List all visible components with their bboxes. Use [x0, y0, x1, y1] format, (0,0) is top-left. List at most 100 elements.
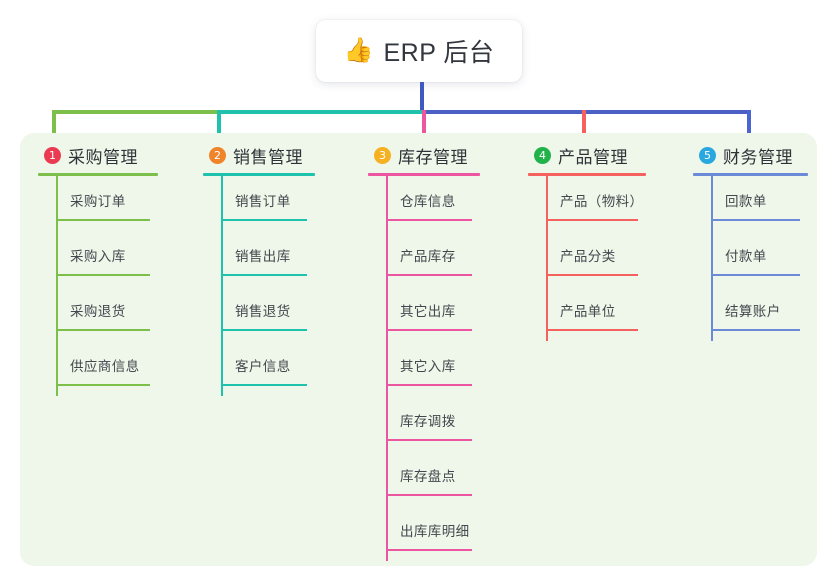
- category-item[interactable]: 其它出库: [368, 286, 480, 341]
- bus-segment-2: [217, 110, 422, 114]
- categories-panel: [20, 133, 817, 566]
- root-node-title: ERP 后台: [383, 39, 495, 67]
- category-header-1[interactable]: 1 采购管理: [38, 143, 158, 167]
- category-item-underline: [386, 329, 472, 331]
- category-item[interactable]: 产品分类: [528, 231, 646, 286]
- category-item-label: 销售退货: [235, 304, 291, 319]
- root-node-erp-backend[interactable]: 👍 ERP 后台: [316, 20, 522, 82]
- category-item[interactable]: 产品单位: [528, 286, 646, 341]
- category-item-underline: [221, 329, 307, 331]
- category-item[interactable]: 产品库存: [368, 231, 480, 286]
- category-item[interactable]: 结算账户: [693, 286, 808, 341]
- drop-connector-1: [52, 110, 56, 143]
- category-header-3[interactable]: 3 库存管理: [368, 143, 480, 167]
- category-item-underline: [546, 219, 638, 221]
- category-items: 采购订单采购入库采购退货供应商信息: [38, 176, 158, 396]
- category-item-label: 其它入库: [400, 359, 456, 374]
- category-item[interactable]: 库存盘点: [368, 451, 480, 506]
- bus-segment-1: [52, 110, 217, 114]
- category-item-underline: [386, 274, 472, 276]
- category-spine: [221, 176, 223, 396]
- category-header-4[interactable]: 4 产品管理: [528, 143, 646, 167]
- category-number-badge: 4: [534, 146, 551, 164]
- drop-connector-3: [422, 110, 426, 143]
- category-item-underline: [386, 219, 472, 221]
- category-item-label: 出库库明细: [400, 524, 470, 539]
- category-item-label: 付款单: [725, 249, 767, 264]
- category-item-label: 采购入库: [70, 249, 126, 264]
- category-item[interactable]: 产品（物料）: [528, 176, 646, 231]
- category-item-underline: [386, 384, 472, 386]
- category-item[interactable]: 采购订单: [38, 176, 158, 231]
- category-underline: [38, 173, 158, 176]
- category-item[interactable]: 仓库信息: [368, 176, 480, 231]
- category-title: 库存管理: [398, 147, 468, 167]
- category-item-label: 采购订单: [70, 194, 126, 209]
- category-items: 仓库信息产品库存其它出库其它入库库存调拨库存盘点出库库明细: [368, 176, 480, 561]
- category-item[interactable]: 付款单: [693, 231, 808, 286]
- category-item-underline: [221, 384, 307, 386]
- category-item[interactable]: 销售出库: [203, 231, 315, 286]
- category-item-underline: [56, 329, 150, 331]
- category-item-underline: [221, 274, 307, 276]
- thumbs-up-icon: 👍: [343, 37, 374, 64]
- category-item[interactable]: 采购退货: [38, 286, 158, 341]
- category-item-label: 仓库信息: [400, 194, 456, 209]
- category-item[interactable]: 供应商信息: [38, 341, 158, 396]
- category-item-underline: [546, 329, 638, 331]
- category-item-label: 供应商信息: [70, 359, 140, 374]
- category-item-label: 产品库存: [400, 249, 456, 264]
- category-item-underline: [386, 439, 472, 441]
- category-title: 产品管理: [558, 147, 628, 167]
- category-item-label: 其它出库: [400, 304, 456, 319]
- drop-connector-5: [747, 110, 751, 143]
- category-item[interactable]: 销售订单: [203, 176, 315, 231]
- category-item-label: 采购退货: [70, 304, 126, 319]
- category-item[interactable]: 库存调拨: [368, 396, 480, 451]
- category-title: 采购管理: [68, 147, 138, 167]
- category-item[interactable]: 采购入库: [38, 231, 158, 286]
- category-item[interactable]: 客户信息: [203, 341, 315, 396]
- category-title: 销售管理: [233, 147, 303, 167]
- category-item[interactable]: 出库库明细: [368, 506, 480, 561]
- root-stem-connector: [420, 82, 424, 111]
- category-number-badge: 2: [209, 146, 226, 164]
- category-item[interactable]: 回款单: [693, 176, 808, 231]
- category-item-label: 产品分类: [560, 249, 616, 264]
- category-item-underline: [546, 274, 638, 276]
- category-item-label: 库存调拨: [400, 414, 456, 429]
- category-item-underline: [711, 329, 800, 331]
- category-items: 产品（物料） 产品分类产品单位: [528, 176, 646, 341]
- drop-connector-2: [217, 110, 221, 143]
- category-item-underline: [56, 384, 150, 386]
- category-number-badge: 1: [44, 146, 61, 164]
- category-column-4[interactable]: 4 产品管理产品（物料） 产品分类产品单位: [528, 143, 646, 341]
- category-item-label: 客户信息: [235, 359, 291, 374]
- category-number-badge: 5: [699, 146, 716, 164]
- category-number-badge: 3: [374, 146, 391, 164]
- category-column-2[interactable]: 2 销售管理销售订单销售出库销售退货客户信息: [203, 143, 315, 396]
- category-column-5[interactable]: 5 财务管理回款单付款单结算账户: [693, 143, 808, 341]
- category-item-label: 产品单位: [560, 304, 616, 319]
- category-item-underline: [221, 219, 307, 221]
- category-underline: [693, 173, 808, 176]
- category-spine: [386, 176, 388, 561]
- category-header-5[interactable]: 5 财务管理: [693, 143, 808, 167]
- category-spine: [56, 176, 58, 396]
- category-item-label: 库存盘点: [400, 469, 456, 484]
- category-column-1[interactable]: 1 采购管理采购订单采购入库采购退货供应商信息: [38, 143, 158, 396]
- drop-connector-4: [582, 110, 586, 143]
- category-item-label: 回款单: [725, 194, 767, 209]
- category-item-label: 销售订单: [235, 194, 291, 209]
- category-item[interactable]: 其它入库: [368, 341, 480, 396]
- category-item-underline: [56, 274, 150, 276]
- category-item-label: 销售出库: [235, 249, 291, 264]
- category-items: 销售订单销售出库销售退货客户信息: [203, 176, 315, 396]
- category-header-2[interactable]: 2 销售管理: [203, 143, 315, 167]
- category-item[interactable]: 销售退货: [203, 286, 315, 341]
- category-item-underline: [386, 549, 472, 551]
- category-title: 财务管理: [723, 147, 793, 167]
- category-column-3[interactable]: 3 库存管理仓库信息产品库存其它出库其它入库库存调拨库存盘点出库库明细: [368, 143, 480, 561]
- category-item-underline: [711, 274, 800, 276]
